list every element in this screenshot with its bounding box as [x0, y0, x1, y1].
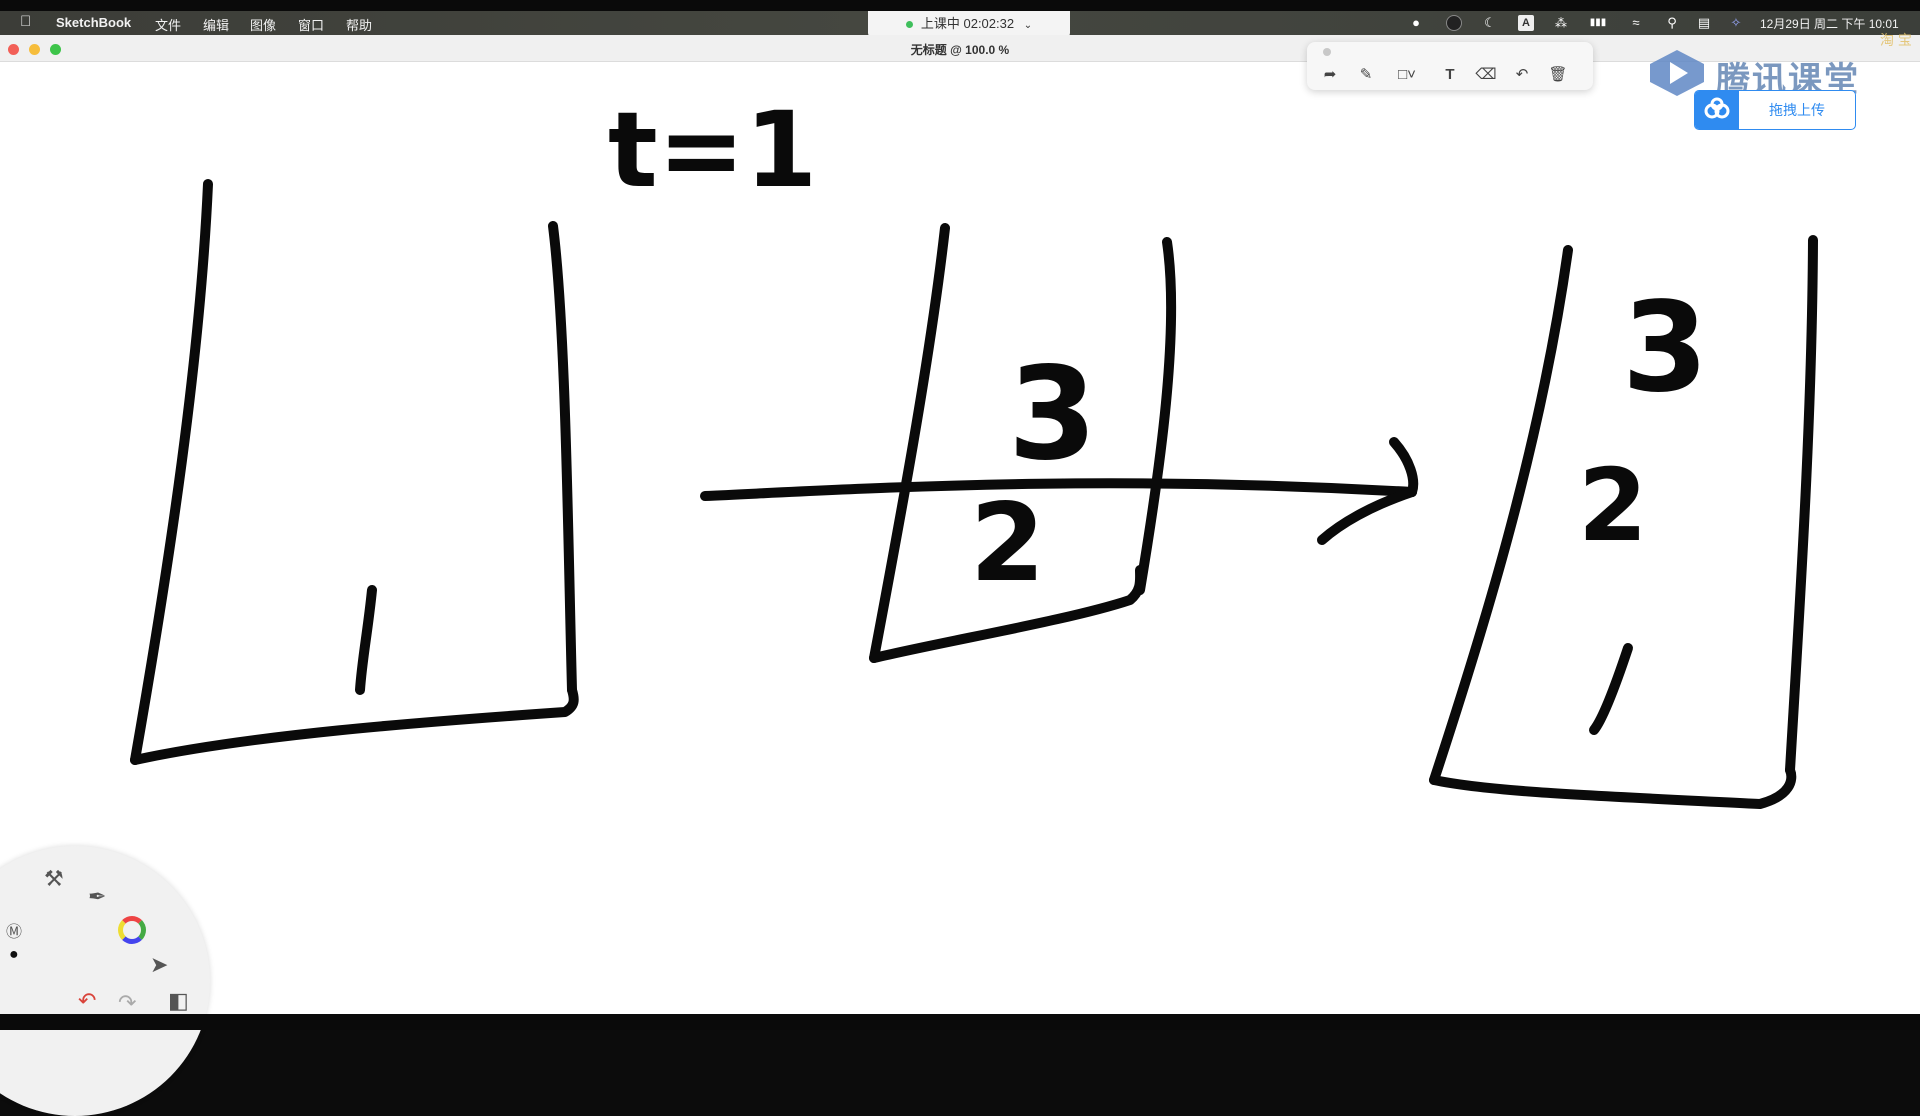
right-container-bottom: [1429, 765, 1797, 809]
left-stack-1: [355, 585, 377, 695]
battery-icon[interactable]: ▮▮▮: [1589, 17, 1607, 28]
screen-record-icon[interactable]: [1446, 15, 1462, 31]
menu-file[interactable]: 文件: [155, 18, 182, 33]
apple-icon[interactable]: : [20, 13, 31, 30]
minimize-window-button[interactable]: [29, 44, 40, 55]
menubar-clock[interactable]: 12月29日 周二 下午 10:01: [1760, 17, 1899, 31]
right-stack-2: 2: [1578, 447, 1648, 564]
middle-stack-2: 2: [970, 481, 1045, 606]
right-container-left-wall: [1429, 245, 1573, 785]
recording-status-text: 上课中 02:02:32: [920, 16, 1015, 31]
class-recording-status[interactable]: 上课中 02:02:32 ⌄: [868, 11, 1070, 37]
transfer-arrow-head-top: [1389, 437, 1419, 497]
annotation-toolbar: ➦ ✎ □˅ T ⌫ ↶ 🗑: [1307, 42, 1593, 90]
time-label: t=1: [608, 89, 817, 211]
undo-icon[interactable]: ↶: [78, 988, 97, 1013]
toolbar-drag-handle[interactable]: [1323, 48, 1331, 56]
wechat-icon[interactable]: ●: [1412, 15, 1420, 30]
input-method-icon[interactable]: A: [1518, 15, 1534, 31]
tencent-classroom-logo-icon: [1650, 50, 1704, 96]
chevron-down-icon[interactable]: ⌄: [1023, 20, 1033, 31]
layers-icon[interactable]: ◧: [168, 988, 189, 1013]
screen-bottom-bezel: [0, 1014, 1920, 1030]
recording-dot-icon: [905, 21, 913, 29]
pen-mode-icon[interactable]: Ⓜ: [6, 924, 23, 941]
wifi-icon[interactable]: ≈: [1632, 15, 1640, 30]
selection-icon[interactable]: ➤: [150, 952, 169, 977]
transfer-arrow-shaft: [700, 478, 1417, 501]
search-icon[interactable]: ⚲: [1667, 15, 1677, 30]
zoom-window-button[interactable]: [50, 44, 61, 55]
pen-icon[interactable]: ✎: [1359, 66, 1373, 83]
transfer-arrow-head-bottom: [1317, 487, 1417, 545]
app-menu-sketchbook[interactable]: SketchBook: [56, 15, 132, 30]
menu-window[interactable]: 窗口: [298, 18, 325, 33]
window-titlebar: 无标题 @ 100.0 %: [0, 35, 1920, 62]
control-center-icon[interactable]: ▤: [1697, 15, 1711, 30]
siri-icon[interactable]: ✧: [1730, 15, 1742, 30]
menu-edit[interactable]: 编辑: [203, 18, 230, 33]
overlay-hint-text: 淘 宝: [1880, 32, 1912, 48]
redo-icon[interactable]: ↷: [118, 990, 137, 1015]
right-stack-1: [1589, 643, 1633, 735]
undo-icon[interactable]: ↶: [1515, 66, 1529, 83]
trash-icon[interactable]: 🗑: [1548, 66, 1568, 83]
left-container-bottom: [130, 685, 579, 765]
right-container-right-wall: [1785, 235, 1818, 775]
window-title: 无标题 @ 100.0 %: [910, 43, 1010, 57]
bluetooth-icon[interactable]: ⁂: [1555, 16, 1567, 30]
middle-container-left-wall: [869, 223, 950, 663]
color-wheel-icon[interactable]: [118, 916, 146, 944]
moon-icon[interactable]: ☾: [1484, 15, 1496, 30]
drag-upload-button[interactable]: 拖拽上传: [1694, 90, 1856, 130]
close-window-button[interactable]: [8, 44, 19, 55]
dot-icon: ●: [9, 946, 19, 963]
right-stack-3: 3: [1622, 276, 1708, 420]
menu-image[interactable]: 图像: [250, 18, 277, 33]
screen-top-bezel: [0, 0, 1920, 11]
pointer-icon[interactable]: ➦: [1323, 66, 1337, 83]
middle-stack-3: 3: [1008, 340, 1097, 489]
eraser-icon[interactable]: ⌫: [1475, 66, 1497, 83]
text-icon[interactable]: T: [1445, 66, 1455, 83]
drag-upload-label: 拖拽上传: [1769, 102, 1825, 118]
menu-help[interactable]: 帮助: [346, 18, 373, 33]
drawing-canvas[interactable]: [0, 62, 1920, 1014]
rectangle-icon[interactable]: □˅: [1398, 66, 1416, 83]
middle-container-right-wall: [1135, 237, 1177, 595]
sketch-strokes: t=1 3 2 3 2: [130, 89, 1818, 809]
brush-icon[interactable]: ✒: [88, 884, 107, 909]
left-container-left-wall: [130, 179, 213, 765]
brush-tools-icon[interactable]: ⚒: [44, 866, 64, 891]
cloud-upload-icon: [1695, 91, 1739, 129]
left-container-right-wall: [548, 221, 577, 695]
